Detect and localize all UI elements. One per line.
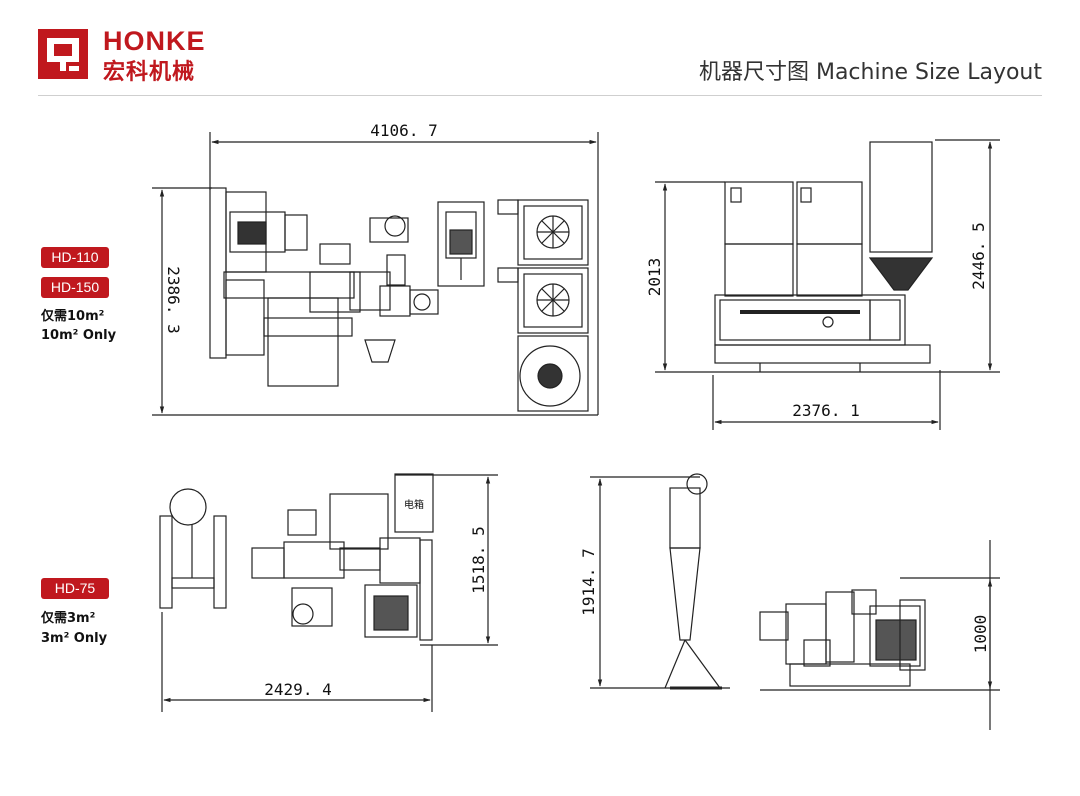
model-badge-hd-150: HD-150 [41, 277, 109, 298]
bottom-machine-view [759, 540, 1000, 730]
bottom-plan-view [159, 473, 498, 712]
brand-name-cn: 宏科机械 [103, 60, 196, 85]
dim-top-side-length: 2376. 1 [792, 401, 859, 420]
dim-top-side-total-height: 2446. 5 [969, 222, 988, 289]
top-plan-view [152, 132, 599, 416]
area-note-en: 3m² Only [41, 631, 108, 646]
dim-top-side-height: 2013 [645, 258, 664, 297]
dim-top-plan-depth: 2386. 3 [164, 266, 183, 333]
model-badge-hd-110: HD-110 [41, 247, 109, 268]
honke-logo-icon [38, 29, 88, 79]
dim-bottom-cyclone-height: 1914. 7 [579, 548, 598, 615]
dim-bottom-plan-width: 2429. 4 [264, 680, 331, 699]
header-divider [38, 95, 1042, 96]
brand-name-en: HONKE [103, 26, 206, 56]
top-side-view [655, 139, 1000, 430]
dim-bottom-plan-depth: 1518. 5 [469, 526, 488, 593]
bottom-cyclone-view [590, 473, 730, 690]
dim-top-plan-width: 4106. 7 [370, 121, 437, 140]
area-note-en: 10m² Only [41, 328, 117, 343]
dim-bottom-machine-height: 1000 [971, 615, 990, 654]
area-note-cn: 仅需3m² [41, 611, 96, 626]
model-badge-hd-75: HD-75 [41, 578, 109, 599]
control-box-label: 电箱 [404, 498, 424, 511]
page-title: 机器尺寸图 Machine Size Layout [698, 60, 1042, 85]
area-note-cn: 仅需10m² [41, 309, 105, 324]
